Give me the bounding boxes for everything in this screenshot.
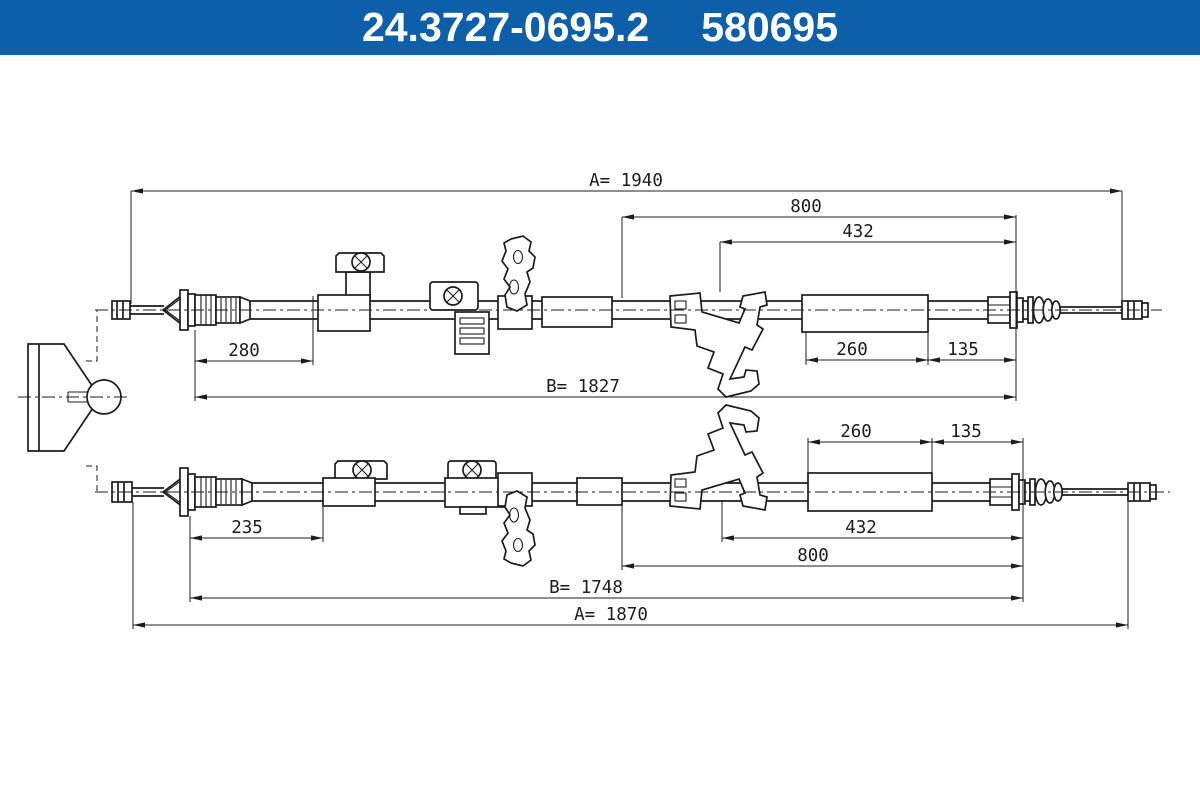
title-bar: 24.3727-0695.2 580695 — [0, 0, 1200, 55]
top-clamp-bracket-2 — [429, 281, 490, 355]
equalizer-link-top — [86, 310, 98, 362]
top-sleeve — [541, 296, 613, 328]
bottom-cable — [95, 404, 1170, 567]
dim-bottom-overall-b: B= 1748 — [549, 578, 623, 598]
dim-bottom-432: 432 — [845, 518, 877, 538]
dim-bottom-800: 800 — [797, 546, 829, 566]
equalizer-link-bottom — [86, 465, 98, 492]
dim-bottom-235: 235 — [231, 518, 263, 538]
bottom-sleeve — [576, 477, 623, 506]
dim-bottom-260: 260 — [840, 422, 872, 442]
top-lever-bracket — [669, 291, 768, 398]
dim-bottom-overall-a: A= 1870 — [574, 605, 648, 625]
dimensions-top: A= 1940 800 432 280 260 135 B= 1827 — [130, 171, 1123, 401]
dim-top-overall-a: A= 1940 — [589, 171, 663, 191]
part-number: 24.3727-0695.2 — [361, 4, 650, 50]
dim-bottom-135: 135 — [950, 422, 982, 442]
bottom-hole-bracket — [497, 472, 536, 567]
bottom-lever-bracket — [669, 404, 768, 511]
dim-top-800: 800 — [790, 197, 822, 217]
top-clamp-bracket-1 — [317, 252, 385, 332]
dimensions-bottom: 260 135 235 432 800 B= 1748 A= 1870 — [132, 422, 1129, 629]
equalizer-plate — [18, 310, 130, 492]
dim-top-overall-b: B= 1827 — [546, 377, 620, 397]
bottom-cable-right-fitting — [989, 473, 1157, 511]
top-hole-bracket — [497, 235, 536, 330]
top-cable — [95, 235, 1162, 398]
dim-top-260: 260 — [836, 340, 868, 360]
dim-top-432: 432 — [842, 222, 874, 242]
dim-top-280: 280 — [228, 341, 260, 361]
top-sheath — [801, 294, 929, 333]
dim-top-135: 135 — [947, 340, 979, 360]
catalog-number: 580695 — [701, 4, 839, 50]
